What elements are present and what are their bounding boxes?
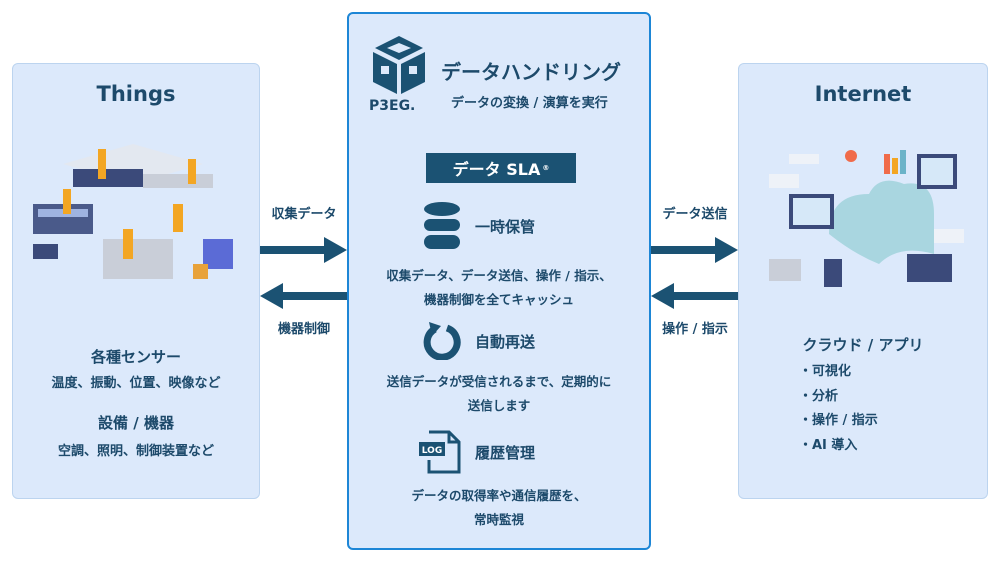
list-item: ・分析 <box>799 388 839 404</box>
feature-label: 自動再送 <box>475 332 536 351</box>
things-title: Things <box>96 82 176 106</box>
arrow-left-icon <box>260 283 347 309</box>
p3eg-logo-icon <box>373 36 425 94</box>
cloud-app-heading: クラウド / アプリ <box>802 336 924 354</box>
feature-storage: 一時保管 <box>423 202 535 250</box>
things-panel: Things 各種センサー 温度、振動、位置、映像など 設備 / 機器 空調、照… <box>12 63 260 499</box>
refresh-icon <box>423 322 461 360</box>
equipment-heading: 設備 / 機器 <box>98 414 174 432</box>
factory-illustration <box>33 144 233 279</box>
feature-label: 一時保管 <box>475 217 536 236</box>
desc-line: 送信データが受信されるまで、定期的に <box>386 374 612 389</box>
logo-text: P3EG. <box>369 98 416 114</box>
sensors-desc: 温度、振動、位置、映像など <box>51 376 221 391</box>
cloud-features-list: ・可視化 ・分析 ・操作 / 指示 ・AI 導入 <box>799 360 878 458</box>
center-subtitle: データの変換 / 演算を実行 <box>451 96 608 111</box>
feature-desc: 収集データ、データ送信、操作 / 指示、機器制御を全てキャッシュ <box>349 264 649 312</box>
desc-line: 機器制御を全てキャッシュ <box>423 292 574 307</box>
feature-resend: 自動再送 <box>423 322 535 360</box>
registered-mark: ® <box>542 164 550 172</box>
data-sla-badge: データ SLA® <box>426 153 576 183</box>
equipment-desc: 空調、照明、制御装置など <box>57 444 214 459</box>
desc-line: 常時監視 <box>473 512 524 527</box>
cloud-devices-illustration <box>769 150 964 287</box>
internet-title: Internet <box>814 82 912 106</box>
feature-history: LOG 履歴管理 <box>419 430 535 474</box>
feature-label: 履歴管理 <box>475 443 536 462</box>
database-icon <box>424 202 460 249</box>
list-item: ・AI 導入 <box>799 437 858 453</box>
desc-line: 送信します <box>467 398 531 413</box>
device-control-label: 機器制御 <box>277 322 330 337</box>
log-file-icon: LOG <box>419 430 461 474</box>
data-handling-panel: P3EG. データハンドリング データの変換 / 演算を実行 データ SLA® … <box>347 12 651 550</box>
arrow-right-icon <box>651 237 738 263</box>
list-item: ・可視化 <box>799 364 852 379</box>
feature-desc: 送信データが受信されるまで、定期的に送信します <box>349 370 649 418</box>
internet-panel: Internet クラウド / アプリ ・可視化 ・分析 ・操作 / 指示 ・A… <box>738 63 988 499</box>
desc-line: データの取得率や通信履歴を、 <box>411 488 587 503</box>
sensors-heading: 各種センサー <box>90 348 181 366</box>
arrow-right-icon <box>260 237 347 263</box>
data-send-label: データ送信 <box>662 207 728 222</box>
desc-line: 収集データ、データ送信、操作 / 指示、 <box>386 268 612 283</box>
operate-label: 操作 / 指示 <box>662 322 728 337</box>
feature-desc: データの取得率や通信履歴を、常時監視 <box>349 484 649 532</box>
log-text: LOG <box>422 446 442 456</box>
collect-data-label: 収集データ <box>271 207 337 222</box>
center-title: データハンドリング <box>441 60 621 84</box>
list-item: ・操作 / 指示 <box>799 413 878 428</box>
sla-label: データ SLA <box>452 160 541 179</box>
arrow-left-icon <box>651 283 738 309</box>
